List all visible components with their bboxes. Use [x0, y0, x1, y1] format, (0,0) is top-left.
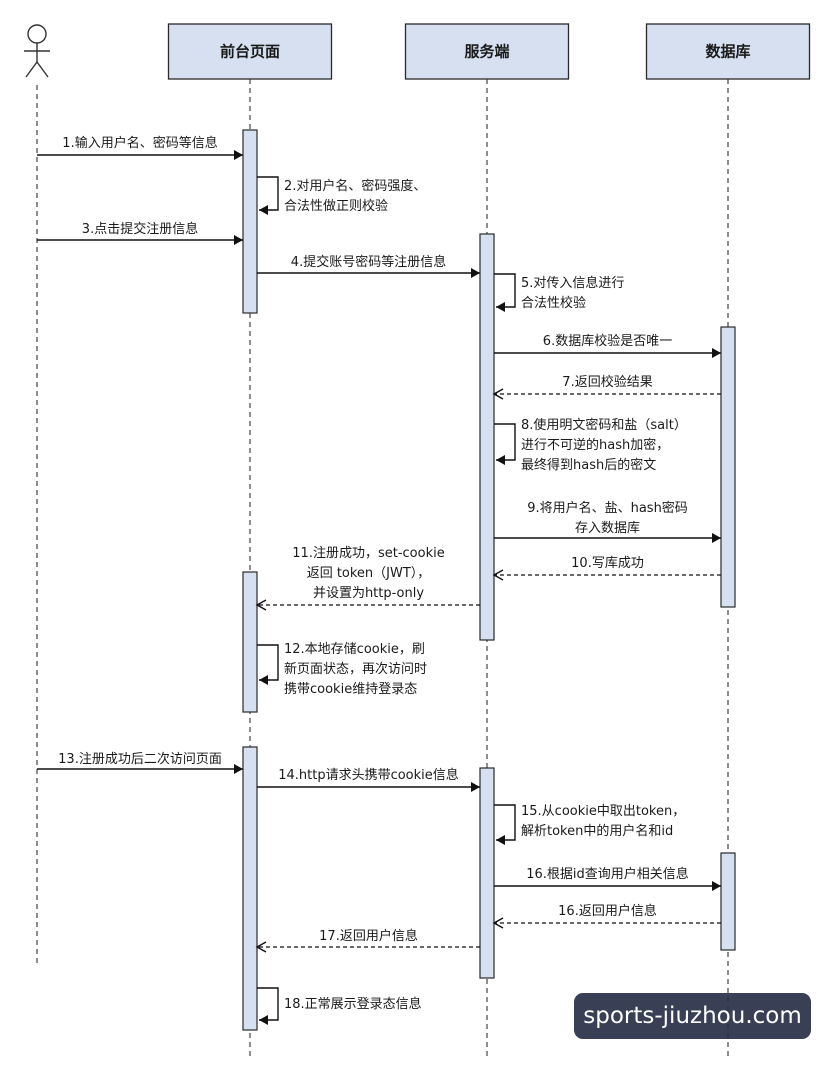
message-label: 存入数据库: [575, 520, 640, 536]
arrowhead: [496, 302, 505, 312]
self-arrow: [494, 273, 516, 308]
activation-bar: [242, 571, 258, 713]
arrowhead: [492, 388, 504, 400]
activation-bar: [479, 233, 495, 641]
message-8: 8.使用明文密码和盐（salt） 进行不可逆的hash加密， 最终得到hash后的密…: [494, 417, 687, 473]
message-19: 18.正常展示登录态信息: [257, 987, 422, 1025]
message-label: 18.正常展示登录态信息: [284, 996, 422, 1012]
message-label: 2.对用户名、密码强度、: [284, 178, 426, 194]
self-arrow: [257, 176, 279, 211]
message-18: 17.返回用户信息: [255, 928, 480, 953]
arrowhead: [496, 835, 505, 845]
message-label: 8.使用明文密码和盐（salt）: [521, 417, 687, 433]
message-label: 1.输入用户名、密码等信息: [62, 135, 217, 151]
message-16: 16.根据id查询用户相关信息: [494, 866, 721, 891]
message-label: 16.返回用户信息: [558, 903, 657, 919]
arrowhead: [234, 764, 243, 774]
message-label: 进行不可逆的hash加密，: [521, 437, 669, 453]
message-label: 15.从cookie中取出token，: [521, 804, 685, 819]
message-3: 3.点击提交注册信息: [37, 221, 243, 245]
arrowhead: [259, 1015, 268, 1025]
arrowhead: [255, 599, 267, 611]
message-label: 解析token中的用户名和id: [521, 823, 673, 839]
participant-label: 前台页面: [220, 43, 280, 61]
message-6: 6.数据库校验是否唯一: [494, 333, 721, 358]
message-label: 3.点击提交注册信息: [82, 221, 198, 237]
message-label: 10.写库成功: [571, 555, 644, 571]
message-label: 17.返回用户信息: [319, 928, 418, 944]
message-label: 并设置为http-only: [313, 586, 424, 601]
message-label: 12.本地存储cookie，刷: [284, 642, 425, 657]
activation-bar: [720, 326, 736, 608]
activation-bar: [479, 767, 495, 979]
arrowhead: [492, 569, 504, 581]
arrowhead: [471, 782, 480, 792]
participant-box: [404, 23, 570, 80]
arrowhead: [259, 675, 268, 685]
message-label: 6.数据库校验是否唯一: [543, 333, 672, 349]
self-arrow: [257, 644, 279, 681]
message-label: 4.提交账号密码等注册信息: [291, 254, 446, 270]
participant-frontend: 前台页面: [167, 23, 333, 80]
activation-bar: [242, 746, 258, 1031]
activation-bar: [242, 129, 258, 314]
participant-box: [645, 23, 811, 80]
self-arrow: [494, 804, 516, 841]
message-label: 返回 token（JWT），: [307, 566, 431, 581]
message-2: 2.对用户名、密码强度、合法性做正则校验: [257, 176, 426, 215]
watermark-badge: sports-jiuzhou.com: [574, 993, 811, 1039]
message-13: 13.注册成功后二次访问页面: [37, 751, 243, 774]
message-label: 合法性做正则校验: [284, 198, 388, 214]
self-arrow: [257, 987, 279, 1021]
participant-server: 服务端: [404, 23, 570, 80]
message-10: 10.写库成功: [492, 555, 721, 581]
message-7: 7.返回校验结果: [492, 374, 721, 400]
message-label: 最终得到hash后的密文: [521, 457, 656, 473]
actor-user-icon: [24, 24, 50, 78]
participant-db: 数据库: [645, 23, 811, 80]
arrowhead: [712, 348, 721, 358]
message-4: 4.提交账号密码等注册信息: [257, 254, 480, 278]
activation-bar: [720, 852, 736, 951]
arrowhead: [234, 150, 243, 160]
message-label: 11.注册成功，set-cookie: [292, 546, 444, 561]
message-14: 14.http请求头携带cookie信息: [257, 767, 480, 792]
message-15: 15.从cookie中取出token， 解析token中的用户名和id: [494, 804, 685, 845]
message-label: 13.注册成功后二次访问页面: [58, 751, 222, 767]
message-label: 9.将用户名、盐、hash密码: [527, 500, 688, 516]
arrowhead: [496, 455, 505, 465]
participant-box: [167, 23, 333, 80]
arrowhead: [471, 268, 480, 278]
message-label: 携带cookie维持登录态: [284, 681, 417, 697]
self-arrow: [494, 423, 516, 461]
message-11: 11.注册成功，set-cookie 返回 token（JWT）， 并设置为http…: [255, 546, 480, 611]
arrowhead: [259, 205, 268, 215]
message-label: 16.根据id查询用户相关信息: [526, 866, 689, 882]
participant-label: 服务端: [464, 43, 509, 61]
message-label: 7.返回校验结果: [562, 374, 652, 390]
message-label: 14.http请求头携带cookie信息: [278, 767, 459, 783]
message-1: 1.输入用户名、密码等信息: [37, 135, 243, 160]
participant-label: 数据库: [705, 43, 750, 61]
arrowhead: [712, 881, 721, 891]
arrowhead: [492, 917, 504, 929]
arrowhead: [255, 941, 267, 953]
message-label: 新页面状态，再次访问时: [284, 661, 427, 677]
arrowhead: [712, 533, 721, 543]
arrowhead: [234, 235, 243, 245]
message-17: 16.返回用户信息: [492, 903, 721, 929]
message-label: 合法性校验: [521, 295, 586, 311]
message-label: 5.对传入信息进行: [521, 275, 624, 291]
